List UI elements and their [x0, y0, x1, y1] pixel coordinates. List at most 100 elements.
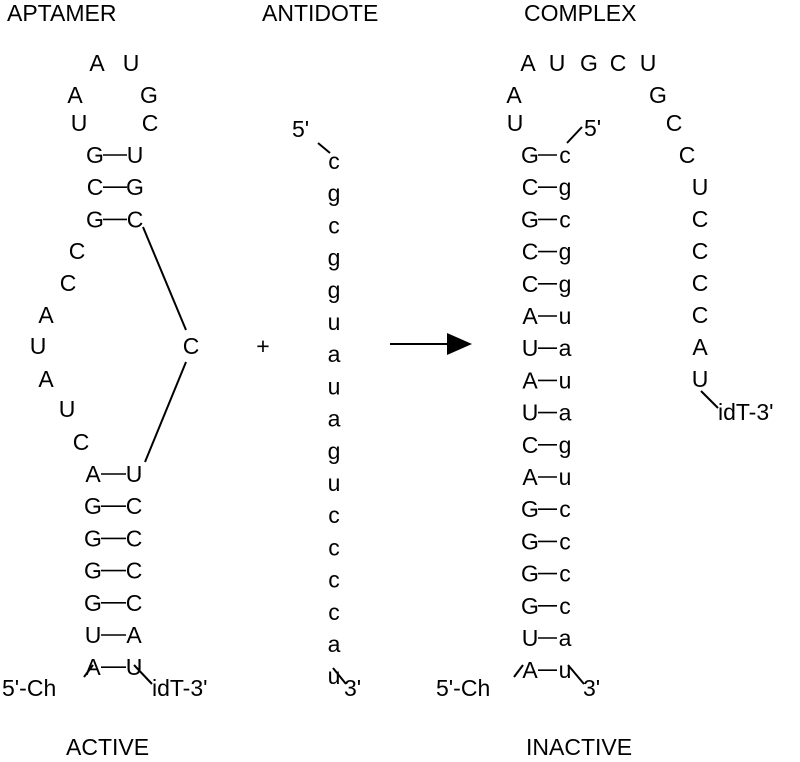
aptamer-lower-pair-3: U	[126, 654, 143, 680]
antidote-nt: a	[328, 406, 341, 432]
aptamer-lower-pair-3: C	[126, 493, 143, 519]
antidote-nt: a	[328, 631, 341, 657]
antidote-nt: u	[328, 663, 341, 689]
complex-tail-nt: C	[679, 142, 696, 168]
aptamer-upper-pair-5: G	[86, 206, 104, 232]
aptamer-5prime-connector	[83, 664, 94, 678]
complex-stem-pair-5: A	[522, 367, 538, 393]
complex-5prime-connector	[513, 664, 524, 678]
aptamer-lower-pair-5: U	[85, 622, 102, 648]
aptamer-loop-nt: G	[140, 82, 158, 108]
complex-stem-pair-5: G	[521, 142, 539, 168]
antidote-3prime-label: 3'	[344, 675, 361, 701]
aptamer-lower-pair-5: A	[85, 654, 101, 680]
complex-tail-nt: C	[692, 270, 709, 296]
complex-stem-pair-5: G	[521, 496, 539, 522]
complex-loop-nt: A	[506, 82, 522, 108]
complex-stem-pair-5: G	[521, 528, 539, 554]
antidote-nt: g	[328, 245, 341, 271]
bulge-connector-lower	[144, 361, 187, 463]
complex-5prime-label: 5'-Ch	[436, 675, 490, 701]
antidote-title: ANTIDOTE	[262, 0, 378, 26]
complex-stem-pair-5: G	[521, 206, 539, 232]
complex-loop-nt: U	[640, 50, 657, 76]
antidote-3prime-connector	[332, 667, 347, 685]
antidote-nt: c	[328, 599, 340, 625]
complex-stem-pair-5: A	[522, 657, 538, 683]
antidote-nt: u	[328, 470, 341, 496]
complex-tail-nt: U	[692, 366, 709, 392]
aptamer-lower-pair-5: A	[85, 461, 101, 487]
aptamer-title: APTAMER	[7, 0, 116, 26]
complex-stem-pair-3: c	[559, 528, 571, 554]
complex-stem-pair-5: C	[522, 271, 539, 297]
complex-loop-nt: C	[610, 50, 627, 76]
aptamer-bulge-nt: A	[38, 302, 54, 328]
aptamer-bulge-nt: A	[38, 366, 54, 392]
complex-3prime-label: 3'	[583, 675, 600, 701]
complex-stem-pair-5: C	[522, 239, 539, 265]
reaction-arrow-head	[447, 333, 472, 355]
aptamer-lower-pair-3: C	[126, 590, 143, 616]
complex-stem-pair-5: U	[522, 400, 539, 426]
complex-stem-pair-3: g	[559, 239, 572, 265]
aptamer-lower-pair-3: C	[126, 525, 143, 551]
complex-3prime-connector	[567, 664, 585, 685]
complex-loop-nt: G	[580, 50, 598, 76]
complex-stem-pair-3: a	[559, 625, 572, 651]
complex-stem-pair-3: c	[559, 206, 571, 232]
bulge-connector-upper	[142, 226, 187, 331]
aptamer-upper-pair-3: C	[127, 206, 144, 232]
complex-stem-pair-3: c	[559, 561, 571, 587]
aptamer-upper-pair-5: C	[87, 174, 104, 200]
complex-stem-pair-5: U	[522, 335, 539, 361]
inactive-label: INACTIVE	[526, 734, 632, 760]
aptamer-bulge-nt: C	[69, 238, 86, 264]
antidote-5prime-label: 5'	[292, 116, 309, 142]
aptamer-lower-pair-3: C	[126, 558, 143, 584]
complex-stem-pair-5: G	[521, 561, 539, 587]
aptamer-bulge-nt: U	[30, 333, 47, 359]
complex-antidote-5prime-label: 5'	[584, 115, 601, 141]
complex-tail-nt: U	[692, 174, 709, 200]
aptamer-loop-nt: A	[67, 82, 83, 108]
aptamer-lower-pair-5: G	[84, 558, 102, 584]
complex-stem-pair-5: C	[522, 174, 539, 200]
aptamer-bulge-nt: C	[60, 270, 77, 296]
antidote-nt: g	[328, 277, 341, 303]
complex-loop-nt: U	[549, 50, 566, 76]
aptamer-3prime-label: idT-3'	[152, 675, 208, 701]
complex-idT-3prime-label: idT-3'	[718, 399, 774, 425]
aptamer-lower-pair-5: G	[84, 493, 102, 519]
complex-stem-pair-3: c	[559, 593, 571, 619]
aptamer-lower-pair-5: G	[84, 525, 102, 551]
complex-loop-nt: A	[520, 50, 536, 76]
aptamer-3prime-connector	[133, 664, 153, 685]
aptamer-loop-nt: U	[123, 50, 140, 76]
antidote-nt: u	[328, 309, 341, 335]
complex-stem-pair-3: g	[559, 271, 572, 297]
complex-stem-pair-3: u	[559, 464, 572, 490]
antidote-5prime-connector	[317, 142, 331, 154]
complex-tail-nt: C	[666, 110, 683, 136]
complex-stem-pair-3: u	[559, 303, 572, 329]
antidote-nt: c	[328, 534, 340, 560]
complex-stem-pair-5: G	[521, 593, 539, 619]
aptamer-bulge-nt: U	[59, 396, 76, 422]
aptamer-lower-pair-3: U	[126, 461, 143, 487]
complex-title: COMPLEX	[524, 0, 636, 26]
plus-sign: +	[256, 333, 269, 359]
complex-stem-pair-3: c	[559, 142, 571, 168]
antidote-nt: g	[328, 180, 341, 206]
complex-stem-pair-3: u	[559, 657, 572, 683]
aptamer-upper-pair-3: U	[127, 142, 144, 168]
aptamer-upper-pair-5: G	[86, 142, 104, 168]
antidote-nt: c	[328, 567, 340, 593]
complex-stem-pair-5: U	[522, 625, 539, 651]
complex-stem-pair-3: g	[559, 174, 572, 200]
aptamer-bulge-nt: C	[73, 429, 90, 455]
complex-tail-nt: C	[692, 238, 709, 264]
